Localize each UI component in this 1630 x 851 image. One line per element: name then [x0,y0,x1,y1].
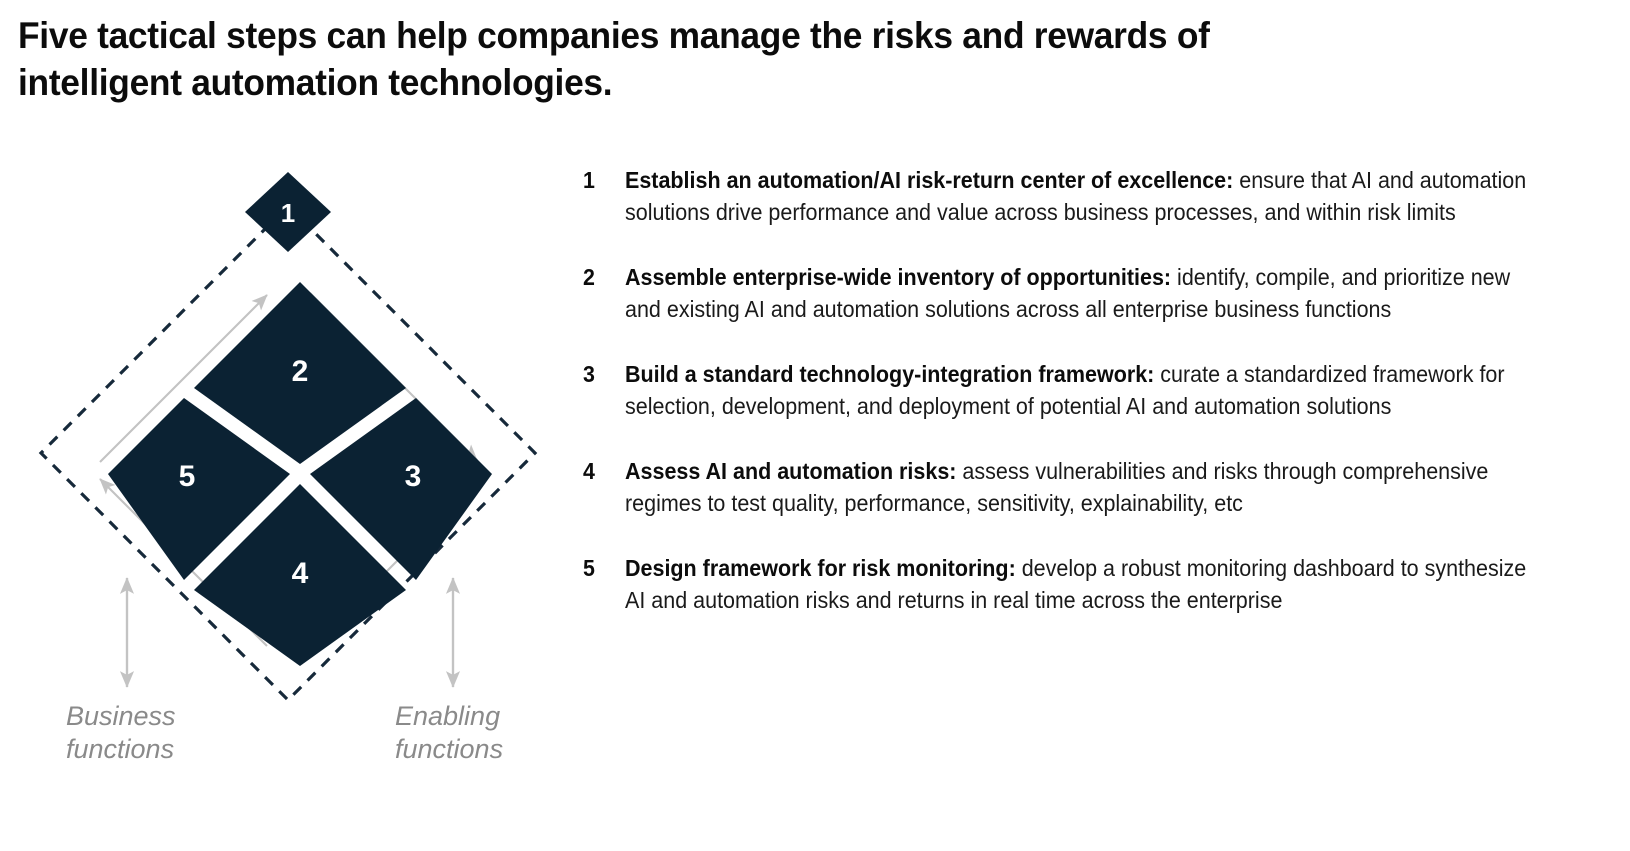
step-lead-1: Establish an automation/AI risk-return c… [625,167,1234,193]
step-text-1: Establish an automation/AI risk-return c… [625,164,1549,228]
step-text-2: Assemble enterprise-wide inventory of op… [625,261,1549,325]
diamond-node-5-label: 5 [179,460,196,493]
diamond-node-2-label: 2 [292,355,309,388]
diamond-node-1-label: 1 [281,198,295,228]
page-title-line-1: Five tactical steps can help companies m… [18,15,1210,56]
step-number-2: 2 [583,264,595,290]
step-rest-3: curate a standardized framework for sele… [625,361,1505,419]
step-rest-4: assess vulnerabilities and risks through… [625,458,1489,516]
diamond-node-1[interactable]: 1 [245,172,331,252]
step-number-4: 4 [583,458,595,484]
step-text-4: Assess AI and automation risks: assess v… [625,455,1549,519]
page-title: Five tactical steps can help companies m… [18,12,1548,106]
step-number-5: 5 [583,555,595,581]
steps-list: 1 Establish an automation/AI risk-return… [583,164,1613,616]
step-rest-1: ensure that AI and automation solutions … [625,167,1527,225]
step-lead-5: Design framework for risk monitoring: [625,555,1016,581]
step-lead-2: Assemble enterprise-wide inventory of op… [625,264,1172,290]
dashed-outer-diamond [38,203,538,703]
diamond-node-5[interactable]: 5 [108,398,290,580]
diamond-node-3-label: 3 [405,460,422,493]
step-number-1: 1 [583,167,595,193]
diamond-node-3[interactable]: 3 [310,398,492,580]
step-item-4: 4 Assess AI and automation risks: assess… [583,455,1613,519]
diamond-node-4-label: 4 [292,557,309,590]
step-item-5: 5 Design framework for risk monitoring: … [583,552,1613,616]
diamond-node-4[interactable]: 4 [194,484,406,666]
axis-label-business: Business functions [66,701,176,764]
step-rest-2: identify, compile, and prioritize new an… [625,264,1511,322]
step-item-1: 1 Establish an automation/AI risk-return… [583,164,1613,228]
axis-label-enabling: Enabling functions [395,701,504,764]
step-text-3: Build a standard technology-integration … [625,358,1549,422]
step-item-2: 2 Assemble enterprise-wide inventory of … [583,261,1613,325]
diamond-diagram: 1 2 3 4 5 [20,150,565,790]
step-rest-5: develop a robust monitoring dashboard to… [625,555,1527,613]
step-text-5: Design framework for risk monitoring: de… [625,552,1549,616]
page-title-line-2: intelligent automation technologies. [18,62,613,103]
step-lead-4: Assess AI and automation risks: [625,458,957,484]
step-item-3: 3 Build a standard technology-integratio… [583,358,1613,422]
cycle-arrow-left-to-top [99,294,268,463]
step-lead-3: Build a standard technology-integration … [625,361,1155,387]
diamond-node-2[interactable]: 2 [194,282,406,464]
step-number-3: 3 [583,361,595,387]
